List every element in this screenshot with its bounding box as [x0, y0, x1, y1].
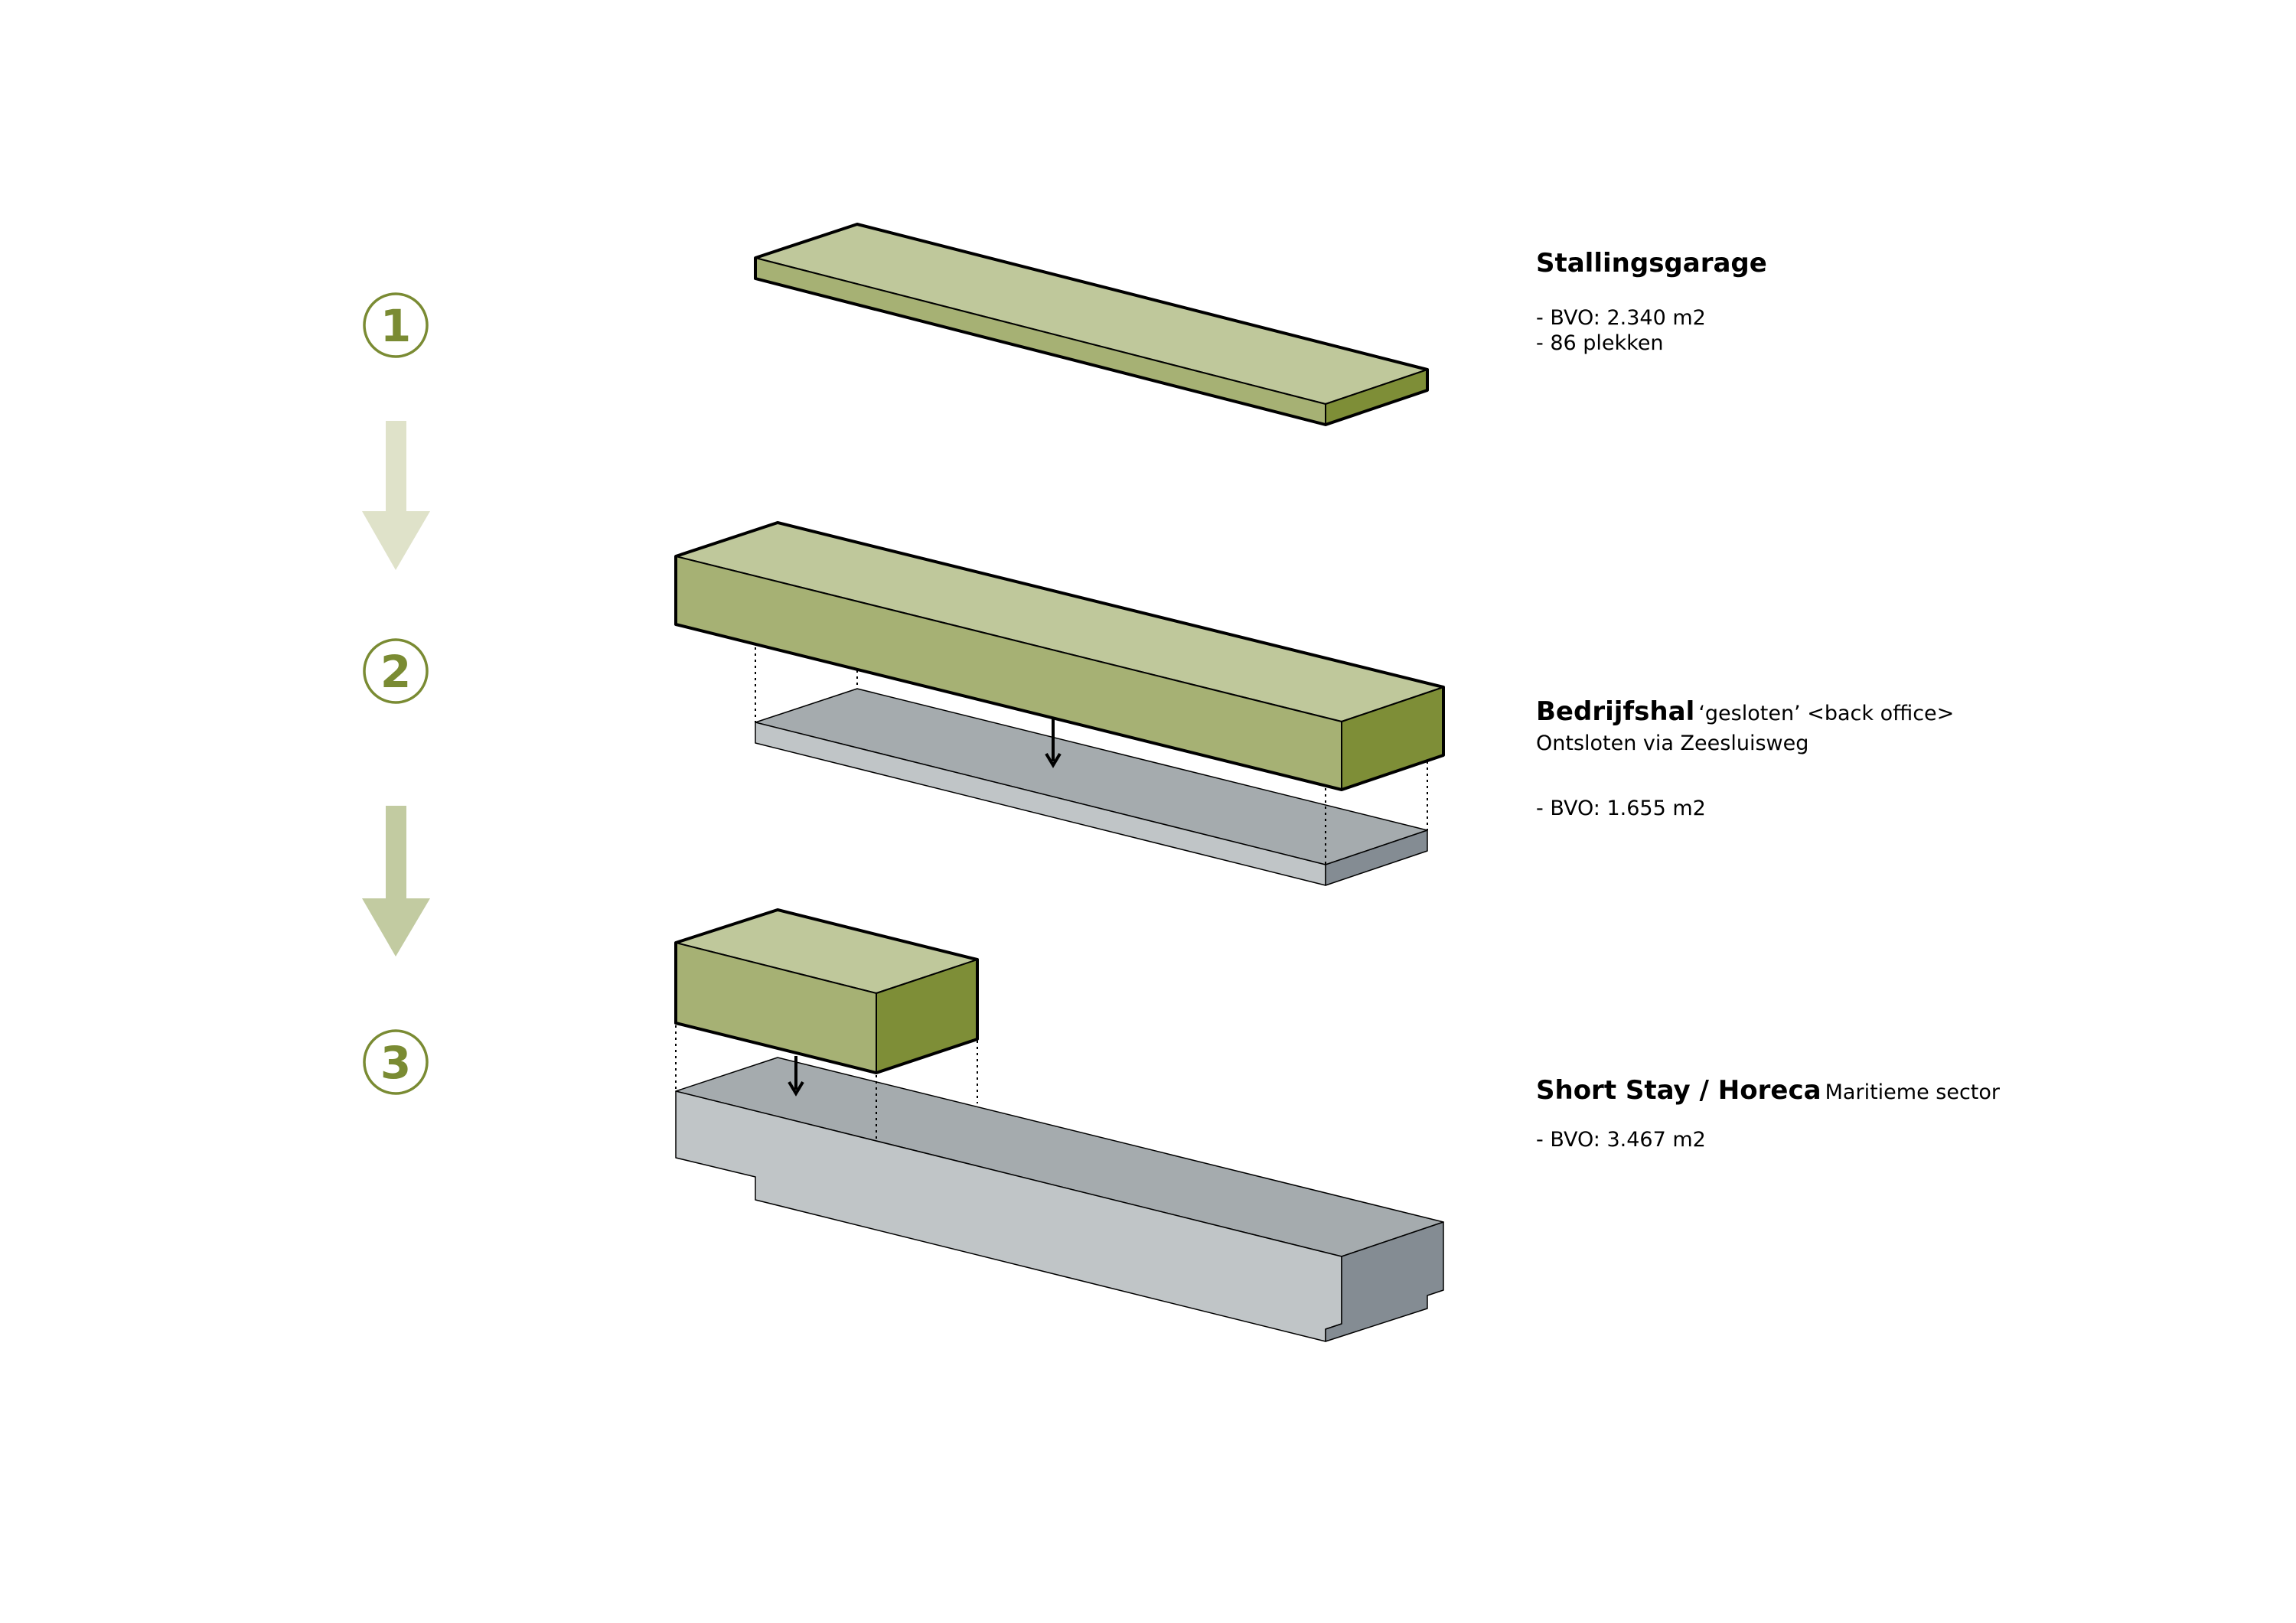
bedrijfshal-access: Ontsloten via Zeesluisweg: [1536, 732, 1809, 755]
arrow-down-icon: [788, 1056, 804, 1097]
stallingsgarage-title: Stallingsgarage: [1536, 248, 1767, 279]
bedrijfshal-label: Bedrijfshal ‘gesloten’ <back office>: [1536, 699, 1954, 725]
bedrijfshal-outline: [674, 521, 1445, 791]
shortstay-projection-lines: [675, 1025, 978, 1140]
shortstay-block: [674, 908, 979, 1074]
shortstay-base-side: [1325, 1221, 1444, 1342]
bedrijfshal-ground-slab: [755, 688, 1428, 886]
bedrijfshal-block: [674, 521, 1445, 791]
arrow-down-icon: [362, 421, 430, 570]
step-3-number: 3: [380, 1037, 411, 1089]
stallingsgarage-label: Stallingsgarage: [1536, 250, 1767, 276]
shortstay-label: Short Stay / Horeca Maritieme sector: [1536, 1077, 2000, 1103]
shortstay-title: Short Stay / Horeca: [1536, 1075, 1821, 1106]
step-2-marker: 2: [363, 638, 429, 704]
stallingsgarage-top: [755, 223, 1428, 405]
step-1-number: 1: [380, 300, 411, 352]
step-1-marker: 1: [363, 292, 429, 358]
arrow-down-icon: [1045, 718, 1062, 768]
circled-number-icon: [363, 1029, 429, 1095]
stallingsgarage-plekken: - 86 plekken: [1536, 331, 1664, 355]
step-3-marker: 3: [363, 1029, 429, 1095]
bedrijfshal-subtitle: ‘gesloten’ <back office>: [1698, 702, 1955, 725]
circled-number-icon: [363, 638, 429, 704]
circled-number-icon: [363, 292, 429, 358]
shortstay-subtitle: Maritieme sector: [1825, 1080, 2001, 1104]
arrow-down-icon: [362, 806, 430, 957]
stallingsgarage-outline: [754, 223, 1429, 426]
stallingsgarage-block: [754, 223, 1429, 426]
step-2-number: 2: [380, 646, 411, 698]
bedrijfshal-slab-side: [1325, 829, 1428, 886]
shortstay-base: [675, 1057, 1444, 1342]
shortstay-outline: [674, 908, 979, 1074]
shortstay-bvo: - BVO: 3.467 m2: [1536, 1128, 1706, 1152]
stallingsgarage-bvo: - BVO: 2.340 m2: [1536, 306, 1706, 330]
bedrijfshal-title: Bedrijfshal: [1536, 696, 1695, 727]
bedrijfshal-bvo: - BVO: 1.655 m2: [1536, 797, 1706, 820]
